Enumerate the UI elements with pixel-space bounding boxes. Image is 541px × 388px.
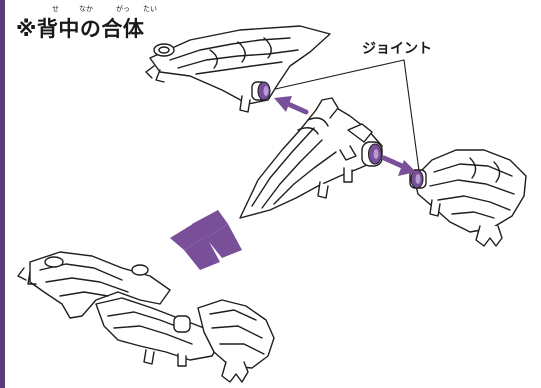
right-wing-part xyxy=(409,149,527,247)
title-text: 背中の合体 xyxy=(36,17,145,41)
joint-label: ジョイント xyxy=(362,41,432,57)
attach-arrow-right xyxy=(381,155,416,176)
title-mark: ※ xyxy=(16,17,37,41)
ruby-se: せ xyxy=(52,5,59,13)
left-wing-part xyxy=(145,25,331,113)
page-title: ※背中の合体 xyxy=(16,13,144,43)
attach-arrow-left xyxy=(274,96,309,115)
ruby-naka: なか xyxy=(79,5,93,13)
title-ruby: せ なか がっ たい xyxy=(16,4,176,14)
result-chevron-icon xyxy=(170,210,242,270)
joint-callout-lines xyxy=(261,59,421,179)
ruby-tai: たい xyxy=(143,5,157,13)
page-edge-bar xyxy=(0,0,5,388)
center-body-part xyxy=(239,97,383,219)
ruby-ga: がっ xyxy=(116,5,130,13)
combined-robot xyxy=(17,251,275,383)
